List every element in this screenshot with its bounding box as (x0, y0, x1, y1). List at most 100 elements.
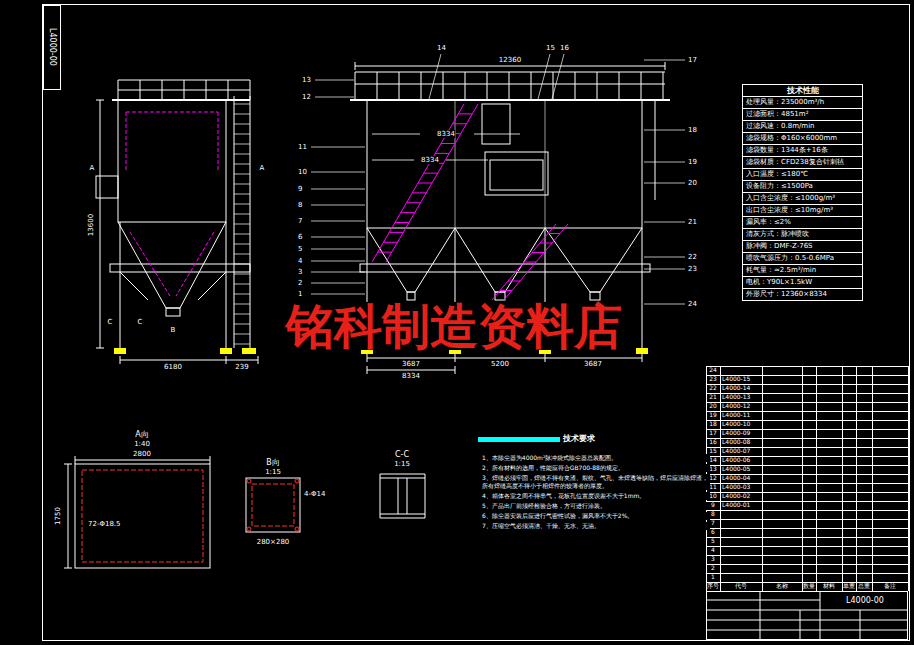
ladder-rung (234, 314, 250, 315)
front-view (407, 292, 415, 300)
support-foot (242, 348, 256, 354)
callout-number: 21 (688, 218, 697, 226)
callout-number: 12 (302, 93, 311, 101)
table-cell: 3 (711, 556, 715, 563)
callout-number: 9 (298, 185, 302, 193)
dimension-text: 5200 (491, 360, 509, 368)
stair (492, 224, 568, 300)
callout-number: 19 (688, 158, 697, 166)
scale-text: 1:40 (134, 440, 150, 448)
a-view (64, 456, 210, 568)
side-view (234, 96, 250, 348)
table-cell: L4000-04 (722, 475, 750, 482)
dimension-text: 3687 (402, 360, 420, 368)
table-cell: 22 (709, 385, 717, 392)
table-cell: L4000-14 (722, 385, 750, 392)
stair (386, 104, 478, 262)
ladder-rung (234, 344, 250, 345)
bolt-hole (247, 479, 251, 483)
table-cell: L4000-09 (722, 430, 750, 437)
railing-post (399, 72, 400, 100)
table-cell: 4 (711, 547, 715, 554)
leader-line (311, 172, 365, 173)
dimension-text: 8334 (421, 156, 439, 164)
parts-list-grid (706, 366, 909, 592)
callout-number: 18 (688, 126, 697, 134)
table-row: 外形尺寸：12360×8334 (743, 289, 862, 300)
view-title: A向 (135, 430, 148, 439)
ladder-rung (234, 164, 250, 165)
table-header: 名称 (776, 583, 788, 590)
side-view (120, 272, 226, 300)
notes-column: 1、本除尘器为4000m²脉冲袋式除尘器总装配图。 2、所有材料的选用，性能应符合… (482, 454, 710, 530)
table-header: 序号 (707, 583, 719, 590)
ladder-rung (234, 324, 250, 325)
dimension-text: 1750 (54, 507, 62, 525)
table-cell: 7 (711, 520, 715, 527)
front-view (655, 100, 656, 200)
flange-outline (82, 470, 203, 562)
ladder-rung (234, 274, 250, 275)
ladder-rung (234, 134, 250, 135)
parts-list-grid (706, 564, 908, 565)
railing-post (663, 72, 664, 100)
stair (524, 262, 536, 263)
callout-number: 6 (298, 233, 302, 241)
side-view (96, 100, 104, 348)
drawing-number: L4000-00 (821, 596, 909, 606)
stair (378, 252, 392, 253)
watermark: 铭科制造资料店 (286, 302, 622, 350)
leader-line (644, 222, 685, 223)
dimension-text: 12360 (499, 56, 521, 64)
ladder-rung (234, 264, 250, 265)
table-cell: 24 (709, 367, 717, 374)
title-block-grid (706, 591, 908, 640)
callout-number: 10 (298, 168, 307, 176)
flange-outline (82, 470, 294, 562)
table-cell: 13 (709, 466, 717, 473)
table-cell: L4000-10 (722, 421, 750, 428)
table-cell: 11 (709, 484, 717, 491)
callout-number: 5 (298, 245, 302, 253)
a-view (64, 456, 210, 568)
parts-list-grid (842, 366, 843, 591)
callout-number: 20 (688, 179, 697, 187)
callout-number: 14 (437, 44, 446, 52)
callout-number: 13 (302, 76, 311, 84)
parts-list-grid (706, 519, 908, 520)
beam-section (380, 474, 425, 518)
support-foot (636, 348, 648, 354)
table-cell: 9 (711, 502, 715, 509)
parts-list-grid (872, 366, 873, 591)
front-view (490, 160, 543, 190)
table-cell: L4000-12 (722, 403, 750, 410)
table-cell: L4000-02 (722, 493, 750, 500)
leader-line (311, 261, 365, 262)
leader-line (644, 257, 685, 258)
leader-line (311, 189, 365, 190)
callout-number: 22 (688, 253, 697, 261)
railing-post (575, 72, 576, 100)
parts-list-grid (720, 366, 721, 591)
table-cell: L4000-07 (722, 448, 750, 455)
hole-spec: 72-Φ18.5 (88, 520, 121, 528)
table-row: 出口含尘浓度：≤10mg/m³ (743, 205, 862, 217)
ladder-rung (234, 104, 250, 344)
scale-text: 1:15 (394, 460, 410, 468)
note-text: 2、所有材料的选用，性能应符合GB700-88的规定。 (482, 464, 710, 472)
parts-list-grid (816, 366, 817, 591)
note-text: 1、本除尘器为4000m²脉冲袋式除尘器总装配图。 (482, 454, 710, 462)
ladder-rung (234, 244, 250, 245)
hidden-line (126, 112, 218, 296)
ladder-rung (234, 144, 250, 145)
table-header: 单重 (843, 583, 855, 590)
railing-post (509, 72, 510, 100)
table-cell: 20 (709, 403, 717, 410)
stair (458, 113, 472, 114)
stair (435, 153, 449, 154)
leader-line (315, 80, 354, 81)
railing-post (421, 72, 422, 100)
drawing-detail (234, 54, 909, 592)
parts-list-grid (706, 366, 908, 367)
